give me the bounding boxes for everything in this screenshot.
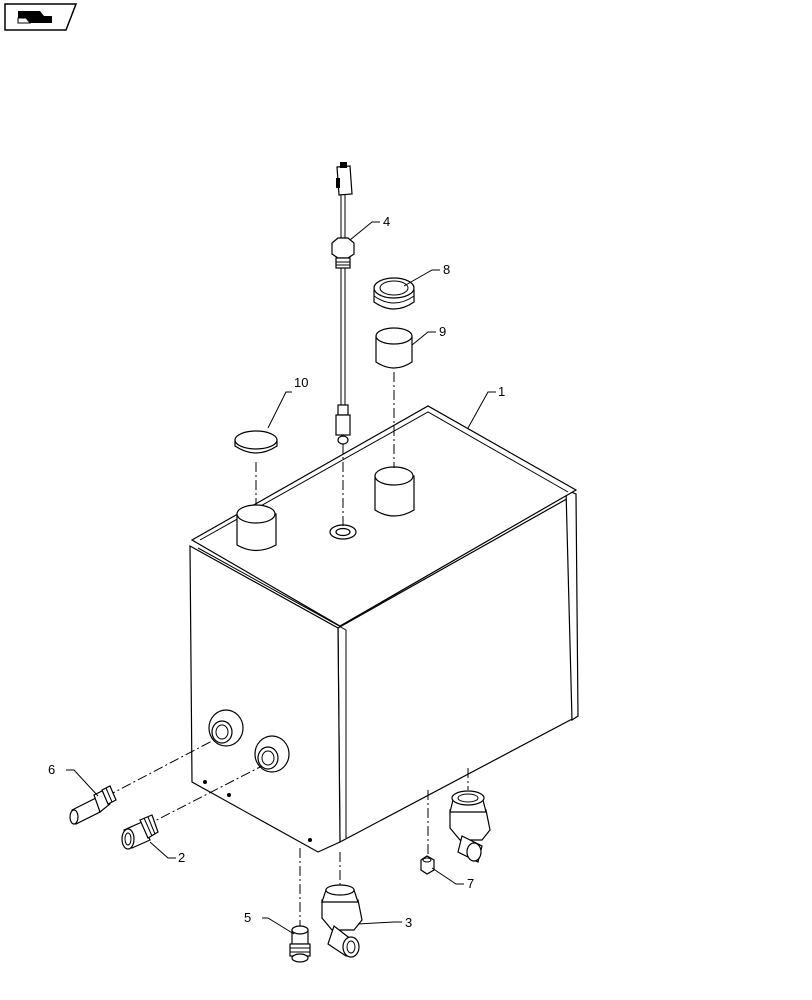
sender-port: [329, 524, 357, 540]
page-turn-icon[interactable]: [4, 3, 78, 31]
fill-neck-right: [374, 466, 415, 517]
callout-labels: 1 2 3 4 5 6 7 8 9 10: [48, 214, 505, 930]
callout-7[interactable]: 7: [467, 876, 474, 891]
level-sender: [331, 162, 355, 445]
callout-4[interactable]: 4: [383, 214, 390, 229]
callout-leaders: [66, 221, 496, 935]
elbow-fitting: [321, 884, 363, 958]
bolt-hole: [227, 793, 231, 797]
callout-8[interactable]: 8: [443, 262, 450, 277]
bolt-hole: [308, 838, 312, 842]
elbow-fitting-right: [449, 790, 491, 863]
plug: [234, 430, 278, 454]
callout-9[interactable]: 9: [439, 324, 446, 339]
side-port-lower: [254, 735, 290, 773]
side-port-upper: [208, 709, 244, 747]
callout-10[interactable]: 10: [294, 375, 308, 390]
fill-neck-left: [236, 504, 277, 552]
callout-2[interactable]: 2: [178, 850, 185, 865]
cap: [373, 277, 415, 310]
callout-5[interactable]: 5: [244, 910, 251, 925]
straight-fitting: [121, 814, 159, 850]
callout-3[interactable]: 3: [405, 915, 412, 930]
callout-1[interactable]: 1: [498, 384, 505, 399]
bolt-hole: [203, 780, 207, 784]
tank: [189, 405, 579, 853]
insert: [375, 327, 413, 369]
small-fitting: [289, 925, 311, 963]
callout-6[interactable]: 6: [48, 762, 55, 777]
barbed-fitting: [69, 785, 117, 825]
nut: [420, 855, 435, 875]
